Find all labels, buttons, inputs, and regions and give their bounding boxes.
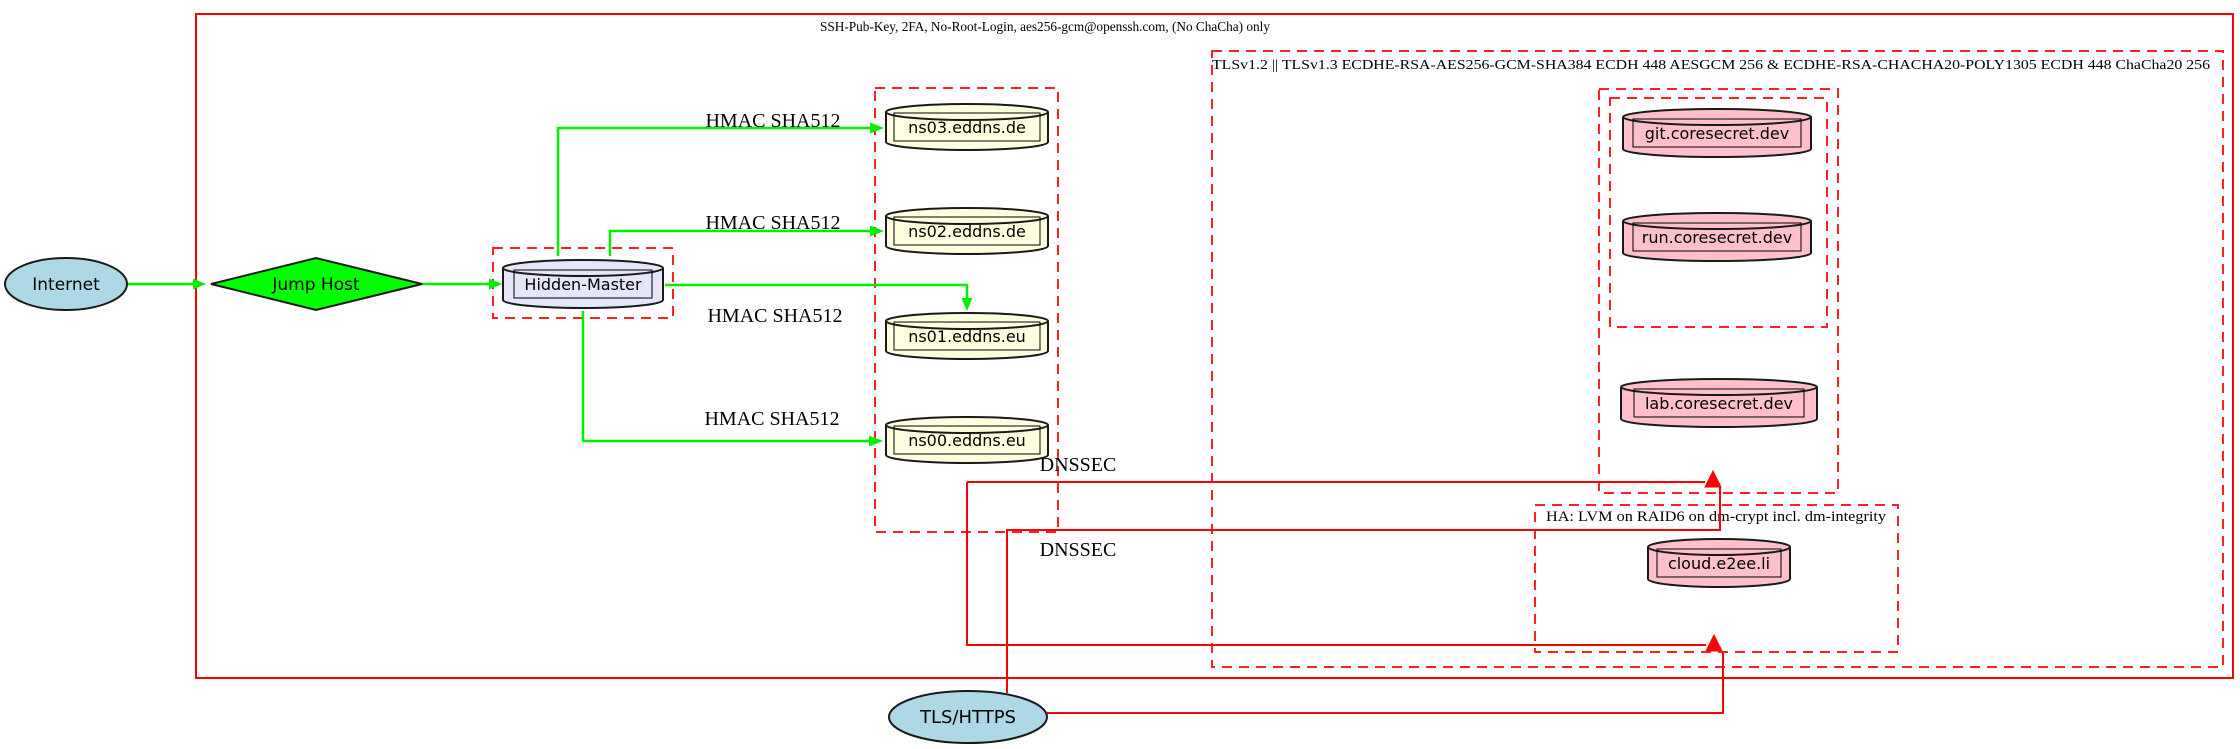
edge-hm-to-ns03	[556, 126, 870, 256]
edge-dnssec-to-ha	[966, 482, 1706, 646]
git-label: git.coresecret.dev	[1645, 124, 1790, 143]
ns01-label-box	[893, 321, 1041, 351]
arrowhead-ns00	[869, 435, 883, 447]
cloud-cylinder-body	[1647, 538, 1791, 588]
edge-tls-to-coresecret	[1006, 487, 1721, 693]
git-node: git.coresecret.dev	[1622, 108, 1812, 158]
arrowhead-ns02	[870, 225, 884, 237]
arrowhead-into-coresecret	[1704, 469, 1722, 488]
ns03-node: ns03.eddns.de	[885, 103, 1049, 151]
run-node: run.coresecret.dev	[1622, 212, 1812, 262]
arrowhead-ns01	[961, 298, 973, 311]
cloud-cylinder-lid	[1647, 546, 1791, 556]
cloud-label: cloud.e2ee.li	[1668, 554, 1770, 573]
git-label-box	[1632, 118, 1802, 148]
run-cylinder-body	[1622, 212, 1812, 262]
lab-label-box	[1633, 388, 1805, 418]
ns03-label: ns03.eddns.de	[908, 118, 1026, 137]
ns02-label-box	[893, 216, 1041, 246]
edge-label-hmac-1: HMAC SHA512	[705, 110, 840, 132]
cluster-ssh-label: SSH-Pub-Key, 2FA, No-Root-Login, aes256-…	[820, 20, 1270, 35]
edge-label-dnssec-2: DNSSEC	[1040, 539, 1117, 561]
edge-hm-to-ns02	[608, 229, 870, 256]
ns01-node: ns01.eddns.eu	[885, 312, 1049, 360]
ns00-label: ns00.eddns.eu	[908, 431, 1026, 450]
edge-label-hmac-2: HMAC SHA512	[705, 212, 840, 234]
lab-node: lab.coresecret.dev	[1620, 378, 1818, 428]
arrowhead-hiddenmaster	[489, 278, 502, 290]
hidden-master-label: Hidden-Master	[524, 275, 642, 294]
tls-https-label: TLS/HTTPS	[919, 707, 1016, 728]
lab-label: lab.coresecret.dev	[1645, 394, 1793, 413]
ns03-cylinder-body	[885, 103, 1049, 151]
git-cylinder-body	[1622, 108, 1812, 158]
ns02-node: ns02.eddns.de	[885, 207, 1049, 255]
cluster-nameservers-box	[874, 87, 1059, 533]
ns03-label-box	[893, 112, 1041, 142]
ns00-label-box	[893, 425, 1041, 455]
arrowhead-internet	[193, 278, 206, 290]
lab-cylinder-lid	[1620, 386, 1818, 396]
ns01-cylinder-body	[885, 312, 1049, 360]
hidden-master-node: Hidden-Master	[502, 259, 664, 309]
hidden-master-cylinder-lid	[502, 267, 664, 277]
ns01-label: ns01.eddns.eu	[908, 327, 1026, 346]
cluster-ha-label: HA: LVM on RAID6 on dm-crypt incl. dm-in…	[1546, 509, 1887, 525]
cluster-coresecret-outer-box	[1598, 88, 1839, 494]
ns00-cylinder-body	[885, 416, 1049, 464]
lab-cylinder-body	[1620, 378, 1818, 428]
jump-host-node	[210, 256, 423, 312]
internet-node	[4, 257, 128, 311]
run-label-box	[1632, 222, 1802, 252]
tls-https-node	[888, 690, 1048, 744]
cluster-tls-box	[1211, 50, 2224, 668]
edge-hm-to-ns01	[665, 283, 969, 298]
edge-hm-to-ns00	[581, 311, 869, 443]
ns00-node: ns00.eddns.eu	[885, 416, 1049, 464]
internet-label: Internet	[32, 275, 100, 295]
edge-tls-to-ha	[1047, 651, 1724, 714]
ns02-cylinder-body	[885, 207, 1049, 255]
run-label: run.coresecret.dev	[1642, 228, 1792, 247]
ns02-label: ns02.eddns.de	[908, 222, 1026, 241]
hidden-master-cylinder-body	[502, 259, 664, 309]
edge-label-dnssec-1: DNSSEC	[1040, 454, 1117, 476]
hidden-master-label-box	[513, 269, 653, 299]
arrowhead-into-ha	[1705, 633, 1723, 652]
edge-label-hmac-4: HMAC SHA512	[704, 408, 839, 430]
arrowhead-ns03	[870, 122, 884, 134]
edge-label-hmac-3: HMAC SHA512	[707, 305, 842, 327]
cluster-ssh-box	[195, 13, 2234, 679]
jump-host-label: Jump Host	[271, 275, 360, 295]
cluster-tls-label: TLSv1.2 || TLSv1.3 ECDHE-RSA-AES256-GCM-…	[1212, 58, 2210, 73]
cloud-node: cloud.e2ee.li	[1647, 538, 1791, 588]
cloud-label-box	[1656, 548, 1782, 578]
cluster-coresecret-inner-box	[1609, 97, 1828, 328]
